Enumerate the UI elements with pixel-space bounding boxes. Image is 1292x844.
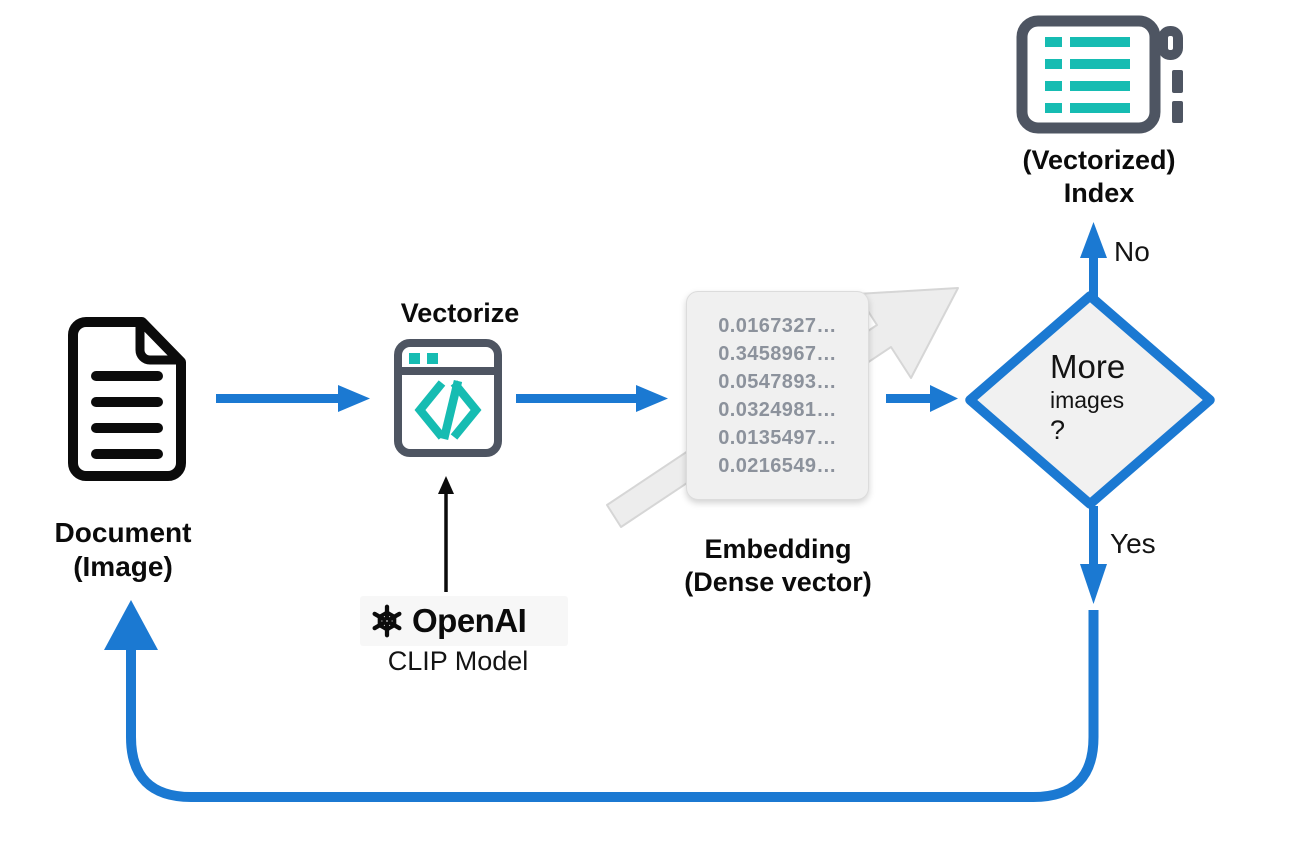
vectorize-title: Vectorize — [400, 298, 520, 328]
index-list-rows — [1045, 37, 1130, 113]
embedding-value: 0.0216549… — [718, 454, 837, 477]
arrow-embedding-to-decision — [886, 385, 958, 412]
openai-wordmark: OpenAI — [412, 602, 527, 639]
index-label: (Vectorized) Index — [999, 144, 1199, 210]
arrow-model-to-vectorize — [438, 476, 454, 592]
embedding-label-line1: Embedding — [704, 534, 852, 564]
openai-logo-icon — [372, 604, 402, 638]
decision-line2: images — [1050, 387, 1125, 413]
decision-line3: ? — [1050, 415, 1066, 445]
document-icon — [68, 317, 186, 481]
embedding-value: 0.0324981… — [718, 398, 837, 421]
document-label-line2: (Image) — [73, 551, 173, 583]
arrow-document-to-vectorize — [216, 385, 370, 412]
branch-no-label: No — [1114, 236, 1150, 267]
arrow-no-to-index — [1080, 222, 1107, 302]
branch-yes-label: Yes — [1110, 528, 1156, 559]
document-label-line1: Document — [54, 517, 192, 548]
decision-diamond — [965, 291, 1215, 509]
embedding-value: 0.3458967… — [718, 342, 837, 365]
decision-line1: More — [1050, 348, 1126, 385]
code-window-icon — [394, 339, 502, 457]
document-label: Document (Image) — [18, 516, 228, 584]
embedding-label: Embedding (Dense vector) — [648, 533, 908, 599]
embedding-label-line2: (Dense vector) — [684, 566, 872, 597]
embedding-value: 0.0135497… — [718, 426, 837, 449]
embedding-vector-box: 0.0167327… 0.3458967… 0.0547893… 0.03249… — [686, 291, 869, 500]
embedding-value: 0.0167327… — [718, 314, 837, 337]
openai-logo: OpenAI — [360, 596, 568, 646]
loop-back-to-document — [104, 600, 1099, 802]
arrow-vectorize-to-embedding — [516, 385, 668, 412]
embedding-value: 0.0547893… — [718, 370, 837, 393]
code-glyph — [414, 380, 482, 440]
index-icon — [1016, 15, 1183, 134]
index-label-line2: Index — [1063, 177, 1135, 208]
index-label-line1: (Vectorized) — [1022, 145, 1176, 175]
decision-text: More images ? — [1050, 348, 1180, 447]
arrow-yes-down — [1080, 506, 1107, 604]
clip-model-label: CLIP Model — [387, 646, 529, 676]
